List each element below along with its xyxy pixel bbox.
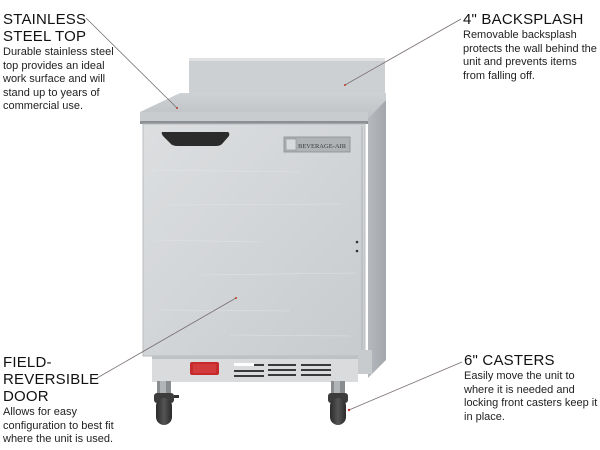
callout-title: FIELD- REVERSIBLE DOOR — [3, 354, 123, 405]
callout-title-line: STEEL TOP — [3, 28, 87, 45]
cabinet-door — [142, 123, 366, 357]
callout-title: 4" BACKSPLASH — [463, 11, 584, 28]
callout-title-line: STAINLESS — [3, 11, 87, 28]
svg-text:BEVERAGE-AIR: BEVERAGE-AIR — [298, 143, 347, 150]
callout-title-line: FIELD- — [3, 354, 52, 371]
stainless-top — [140, 93, 386, 124]
callout-backsplash: 4" BACKSPLASH Removable backsplash prote… — [463, 11, 600, 83]
callout-body: Easily move the unit to where it is need… — [464, 370, 598, 423]
callout-field-reversible-door: FIELD- REVERSIBLE DOOR Allows for easy c… — [3, 354, 123, 447]
cabinet-side-panel — [368, 100, 386, 378]
caster-right — [328, 381, 348, 425]
callout-title-line: REVERSIBLE — [3, 371, 100, 388]
door-handle — [161, 132, 230, 146]
caster-left — [154, 381, 179, 425]
callout-title: 6" CASTERS — [464, 352, 555, 369]
callout-stainless-steel-top: STAINLESS STEEL TOP Durable stainless st… — [3, 11, 123, 114]
brand-badge: BEVERAGE-AIR — [283, 136, 351, 153]
callout-title-line: DOOR — [3, 388, 49, 405]
callout-title: STAINLESS STEEL TOP — [3, 11, 123, 45]
callout-body: Allows for easy configuration to best fi… — [3, 406, 114, 445]
callout-body: Durable stainless steel top provides an … — [3, 46, 114, 112]
callout-body: Removable backsplash protects the wall b… — [463, 29, 597, 82]
callout-casters: 6" CASTERS Easily move the unit to where… — [464, 352, 600, 424]
